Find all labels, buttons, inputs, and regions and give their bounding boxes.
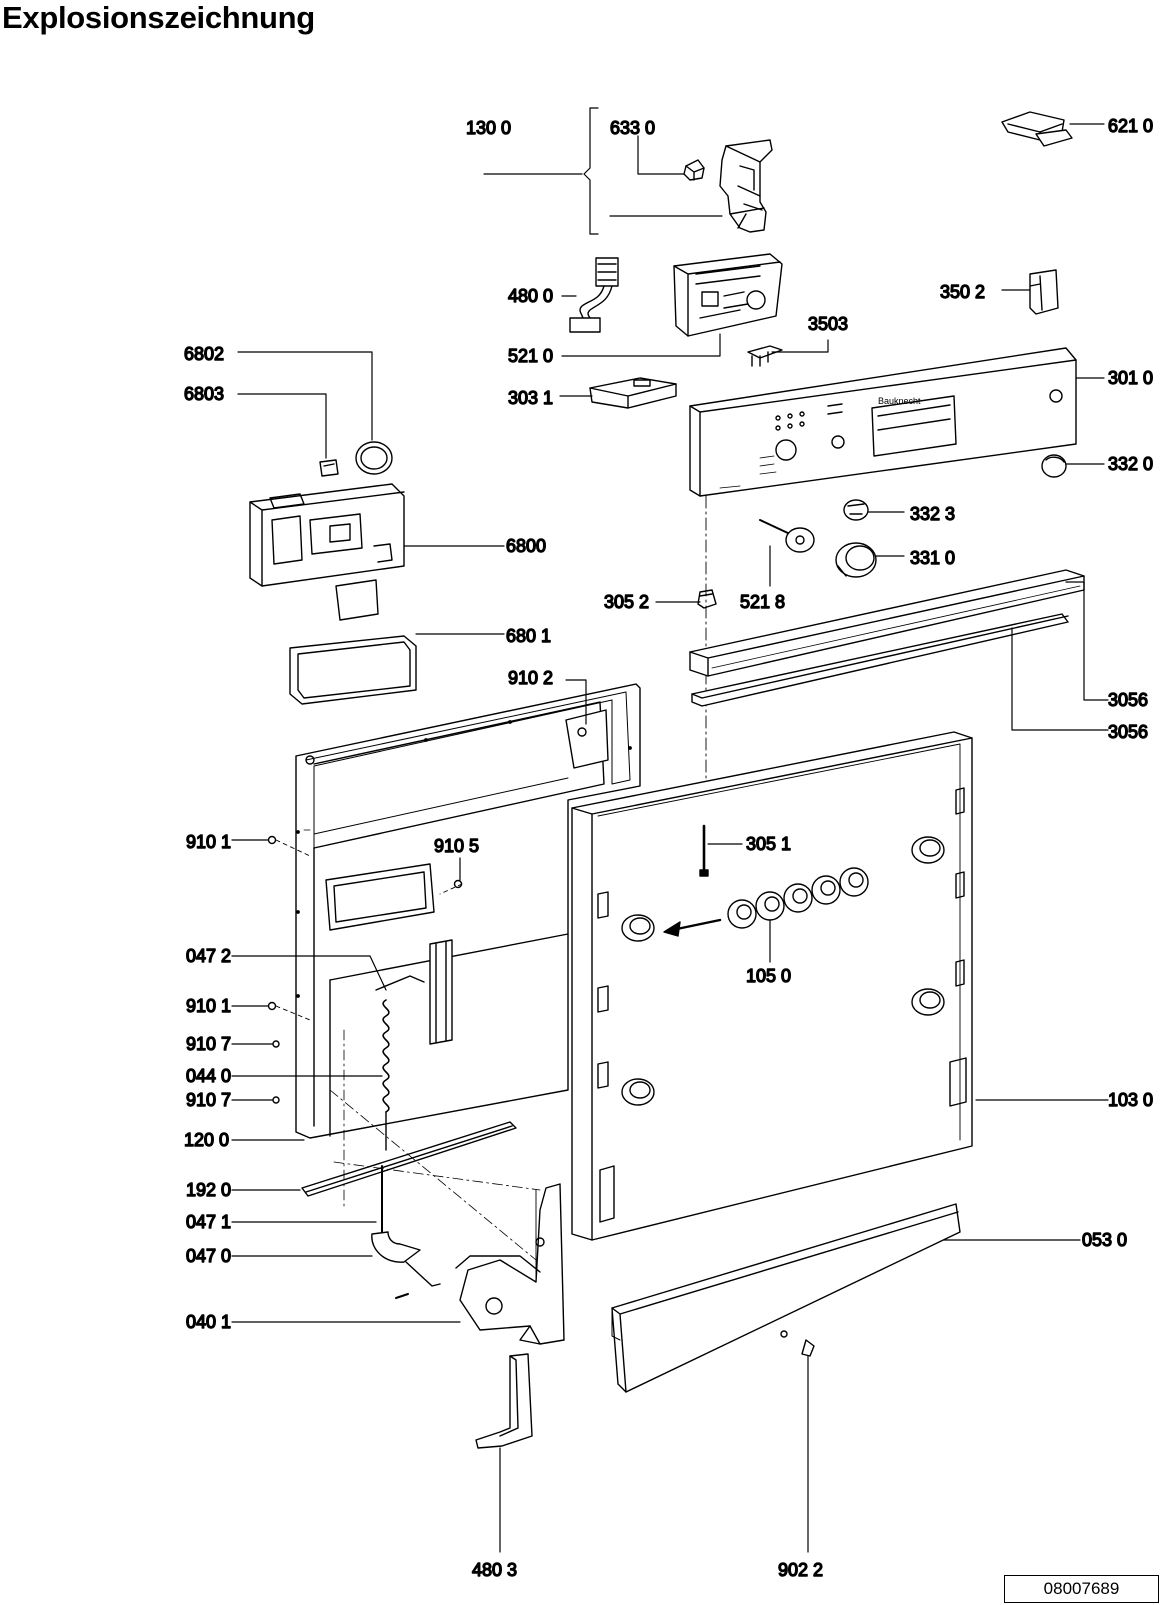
part-module-6210 <box>1001 111 1073 147</box>
label-0530: 053 0 <box>1082 1230 1127 1250</box>
label-3323: 332 3 <box>910 504 955 524</box>
part-clip-3503 <box>747 345 783 367</box>
label-6210: 621 0 <box>1108 116 1153 136</box>
part-hinge-bracket <box>719 139 773 233</box>
label-3010: 301 0 <box>1108 368 1153 388</box>
label-3052: 305 2 <box>604 592 649 612</box>
part-spacer-3052 <box>697 589 717 609</box>
part-dispenser-seal-6801 <box>289 635 417 705</box>
label-1300: 130 0 <box>466 118 511 138</box>
label-1030: 103 0 <box>1108 1090 1153 1110</box>
label-1200: 120 0 <box>184 1130 229 1150</box>
label-0440: 044 0 <box>186 1066 231 1086</box>
label-3051: 305 1 <box>746 834 791 854</box>
label-5210: 521 0 <box>508 346 553 366</box>
screw-9105 <box>453 879 463 889</box>
part-dispenser-6800 <box>249 483 405 621</box>
part-trim-rail-3056-lower <box>691 613 1069 707</box>
label-9105: 910 5 <box>434 836 479 856</box>
label-0470: 047 0 <box>186 1246 231 1266</box>
part-knob-3323 <box>843 499 869 521</box>
screw-9101-upper <box>267 835 277 845</box>
label-9107-upper: 910 7 <box>186 1034 231 1054</box>
part-l-bracket-4803 <box>475 1353 533 1449</box>
screw-9022 <box>801 1339 815 1357</box>
screw-9107-upper <box>272 1040 280 1048</box>
door-boss <box>911 836 945 864</box>
label-6330: 633 0 <box>610 118 655 138</box>
label-6802: 6802 <box>184 344 224 364</box>
screw-9107-lower <box>272 1096 280 1104</box>
leader-lines <box>231 107 1109 1553</box>
part-hinge-0401 <box>455 1183 565 1345</box>
label-9101-lower: 910 1 <box>186 996 231 1016</box>
label-4803: 480 3 <box>472 1560 517 1580</box>
part-switch-rod-5218 <box>759 519 815 553</box>
guide-lines <box>329 1029 541 1261</box>
label-0472: 047 2 <box>186 946 231 966</box>
part-bump-stops-1050 <box>727 867 869 929</box>
label-4800: 480 0 <box>508 286 553 306</box>
label-3031: 303 1 <box>508 388 553 408</box>
part-clip-6330 <box>683 159 705 181</box>
label-6803: 6803 <box>184 384 224 404</box>
part-clip-6803 <box>319 459 339 477</box>
label-1050: 105 0 <box>746 966 791 986</box>
label-3320: 332 0 <box>1108 454 1153 474</box>
part-control-board-5210 <box>673 253 783 337</box>
document-number-box: 08007689 <box>1004 1575 1159 1603</box>
screw-9101-lower <box>267 1001 277 1011</box>
label-3310: 331 0 <box>910 548 955 568</box>
part-control-panel-3010: Bauknecht <box>689 347 1077 497</box>
label-9101-upper: 910 1 <box>186 832 231 852</box>
part-screw-3051 <box>699 824 709 877</box>
part-labels: 130 0 633 0 621 0 480 0 350 2 3503 521 0… <box>183 115 1153 1580</box>
label-0471: 047 1 <box>186 1212 231 1232</box>
label-9022: 902 2 <box>778 1560 823 1580</box>
part-gasket-ring-6802 <box>355 441 393 475</box>
label-3056-upper: 3056 <box>1108 690 1148 710</box>
label-0401: 040 1 <box>186 1312 231 1332</box>
part-knob-3320 <box>1041 454 1067 478</box>
part-cable-pulley-0471 <box>371 1165 441 1299</box>
label-3056-lower: 3056 <box>1108 722 1148 742</box>
door-boss <box>621 914 655 942</box>
label-9102: 910 2 <box>508 668 553 688</box>
label-6801: 680 1 <box>506 626 551 646</box>
label-9107-lower: 910 7 <box>186 1090 231 1110</box>
brand-logo: Bauknecht <box>878 396 921 406</box>
label-1920: 192 0 <box>186 1180 231 1200</box>
page-title: Explosionszeichnung <box>2 0 315 35</box>
part-end-cap-3502 <box>1029 269 1059 315</box>
part-rail-1920 <box>301 1121 517 1197</box>
part-spring-0440 <box>375 975 425 1151</box>
label-3502: 350 2 <box>940 282 985 302</box>
part-kick-plate-0530 <box>611 1203 961 1393</box>
label-5218: 521 8 <box>740 592 785 612</box>
part-outer-door-1030 <box>571 731 973 1241</box>
door-boss <box>621 1078 655 1106</box>
part-switch-block-3031 <box>589 377 677 409</box>
label-3503: 3503 <box>808 314 848 334</box>
door-boss <box>911 988 945 1016</box>
label-6800: 6800 <box>506 536 546 556</box>
part-knob-3310 <box>835 542 877 578</box>
part-inner-door-1200 <box>295 683 641 1139</box>
part-wire-harness-4800 <box>569 257 619 333</box>
